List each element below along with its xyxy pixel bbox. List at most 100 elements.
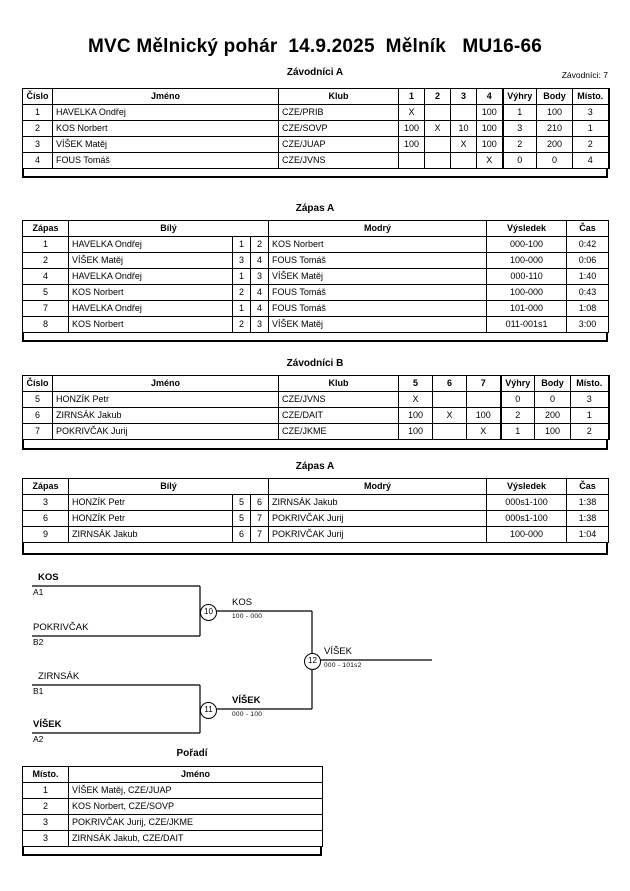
cell-score-3: 100 [476,136,503,153]
cell-place: 1 [570,407,610,424]
cell-score-2 [450,104,477,121]
cell-white-number: 1 [232,300,251,317]
cell-number: 1 [22,104,53,121]
bracket-seed-name-1: POKRIVČAK [33,622,89,633]
cell-number: 6 [22,407,53,424]
col-opp-5: 5 [398,375,433,392]
group-a-heading: Závodníci A [286,67,344,78]
cell-result: 011-001s1 [486,316,568,333]
table-header-row: Zápas Bílý Modrý Výsledek Čas [22,478,610,495]
cell-score-2: 100 [466,407,501,424]
cell-white-name: HAVELKA Ondřej [68,300,233,317]
page-title: MVC Mělnický pohár 14.9.2025 Mělník MU16… [88,36,542,57]
cell-match-number: 6 [22,510,69,527]
cell-name: FOUS Tomáš [52,152,279,169]
bracket-seed-code-1: B2 [33,637,44,647]
cell-time: 0:43 [566,284,610,301]
col-club: Klub [278,88,399,105]
cell-score-1 [424,152,451,169]
cell-points: 200 [536,136,573,153]
cell-white-number: 6 [232,526,251,543]
cell-score-3: 100 [476,104,503,121]
col-name: Jméno [52,375,279,392]
cell-place: 3 [572,104,610,121]
cell-score-0 [398,152,425,169]
col-time: Čas [566,220,610,237]
col-opp-1: 1 [398,88,425,105]
cell-number: 5 [22,391,53,408]
cell-place: 3 [570,391,610,408]
bracket-node-12: 12 [304,653,321,670]
col-opp-6: 6 [432,375,467,392]
cell-score-0: 100 [398,423,433,440]
cell-name: POKRIVČAK Jurij [52,423,279,440]
cell-time: 3:00 [566,316,610,333]
ranking-heading: Pořadí [176,748,208,759]
bracket-seed-name-2: ZIRNSÁK [38,671,80,682]
col-match: Zápas [22,220,69,237]
cell-result: 000-100 [486,236,568,253]
cell-points: 100 [534,423,571,440]
cell-wins: 1 [499,423,535,440]
col-white: Bílý [67,220,270,237]
col-match: Zápas [22,478,69,495]
cell-white-name: HONZÍK Petr [68,510,233,527]
group-b-heading: Závodníci B [286,358,344,369]
cell-score-1: X [432,407,467,424]
cell-result: 100-000 [486,526,568,543]
cell-place: 2 [572,136,610,153]
cell-name: HAVELKA Ondřej [52,104,279,121]
col-opp-4: 4 [476,88,503,105]
cell-time: 1:40 [566,268,610,285]
cell-score-0: 100 [398,136,425,153]
bracket-seed-code-0: A1 [33,587,44,597]
bracket-winner-score-11: 000 - 100 [232,711,263,718]
cell-club: CZE/DAIT [278,407,399,424]
cell-white-number: 5 [232,510,251,527]
cell-place: 4 [572,152,610,169]
cell-white-name: ZIRNSÁK Jakub [68,526,233,543]
bracket-seed-code-2: B1 [33,686,44,696]
cell-name: VÍŠEK Matěj, CZE/JUAP [68,782,323,799]
cell-blue-name: VÍŠEK Matěj [268,316,488,333]
cell-match-number: 4 [22,268,69,285]
cell-blue-number: 6 [249,494,270,511]
cell-score-2: 10 [450,120,477,137]
cell-club: CZE/JKME [278,423,399,440]
cell-blue-number: 4 [249,300,270,317]
cell-blue-name: VÍŠEK Matěj [268,268,488,285]
col-opp-2: 2 [424,88,451,105]
cell-club: CZE/PRIB [278,104,399,121]
bracket-champion-name: VÍŠEK [324,646,352,657]
cell-place: 1 [572,120,610,137]
col-opp-7: 7 [466,375,501,392]
cell-wins: 1 [501,104,537,121]
cell-blue-name: POKRIVČAK Jurij [268,510,488,527]
cell-white-number: 1 [232,268,251,285]
cell-name: KOS Norbert, CZE/SOVP [68,798,323,815]
cell-wins: 2 [499,407,535,424]
table-header-row: Místo. Jméno [22,766,323,783]
cell-score-1: X [424,120,451,137]
cell-time: 1:08 [566,300,610,317]
col-place: Místo. [22,766,69,783]
cell-blue-name: ZIRNSÁK Jakub [268,494,488,511]
matches-a-heading: Zápas A [295,203,335,214]
bracket-champion-score: 000 - 101s2 [324,662,362,669]
cell-score-1 [432,423,467,440]
col-wins: Výhry [499,375,535,392]
col-name: Jméno [52,88,279,105]
cell-wins: 3 [501,120,537,137]
